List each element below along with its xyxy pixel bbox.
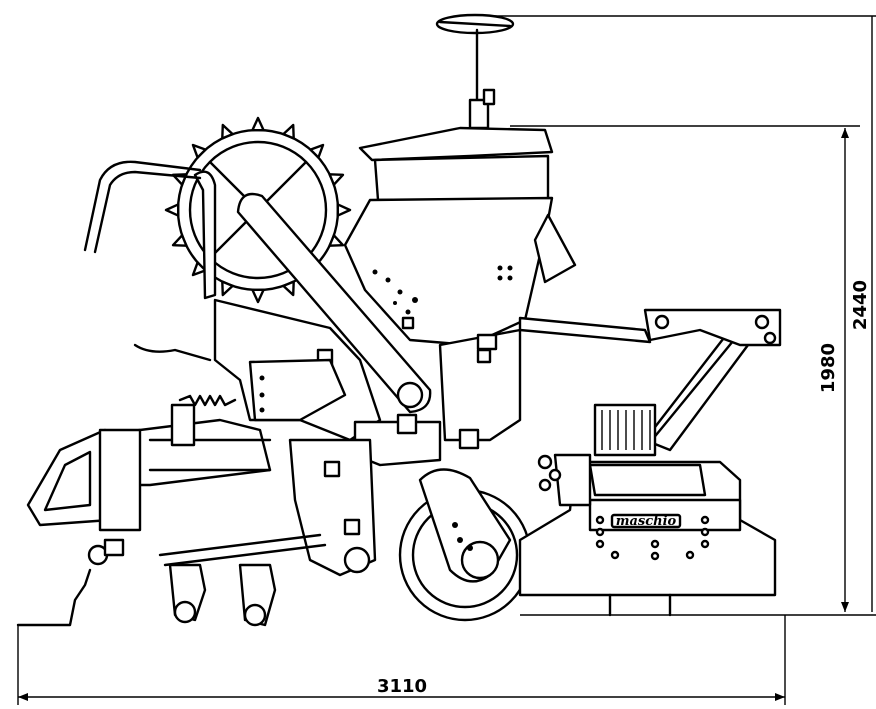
bolt-hole — [650, 539, 660, 549]
bolt-hole — [650, 551, 660, 561]
packer-drive-wheel — [398, 468, 532, 622]
wheel-spike — [191, 261, 207, 277]
front-link-plate — [537, 453, 592, 507]
seed-coulters — [158, 438, 377, 627]
brand-logo-text: maschio — [616, 514, 677, 529]
wheel-spike — [282, 280, 295, 297]
seed-hopper — [343, 126, 577, 347]
total-height-dimension-label: 2440 — [850, 280, 871, 330]
rear-parallelogram — [26, 343, 272, 566]
main-frame — [213, 298, 522, 467]
top-crank-wheel — [435, 13, 515, 130]
bolt-hole — [700, 515, 710, 525]
bolt-hole — [595, 527, 605, 537]
wheel-spike — [221, 123, 234, 140]
wheel-spike — [328, 173, 345, 186]
bolt-hole — [685, 550, 695, 560]
wheel-spike — [309, 143, 325, 159]
wheel-spike — [171, 234, 188, 247]
hopper-height-dimension-label: 1980 — [818, 343, 839, 393]
hydraulic-cylinder-arm — [593, 328, 750, 457]
wheel-spike — [251, 116, 265, 132]
top-link — [518, 308, 782, 347]
wheel-spike — [251, 288, 265, 304]
bolt-hole — [610, 550, 620, 560]
wheel-spike — [164, 203, 180, 217]
diagonal-lift-arm — [236, 192, 432, 414]
wheel-spike — [221, 280, 234, 297]
bolt-hole — [595, 515, 605, 525]
wheel-spike — [336, 203, 352, 217]
wheel-spike — [282, 123, 295, 140]
wheel-spike — [191, 143, 207, 159]
wheel-spike — [328, 234, 345, 247]
rear-handle-rail — [83, 160, 202, 254]
base-outline — [16, 568, 92, 627]
bolt-hole — [700, 527, 710, 537]
length-dimension-label: 3110 — [377, 676, 427, 697]
bolt-hole — [700, 539, 710, 549]
bolt-hole — [595, 539, 605, 549]
